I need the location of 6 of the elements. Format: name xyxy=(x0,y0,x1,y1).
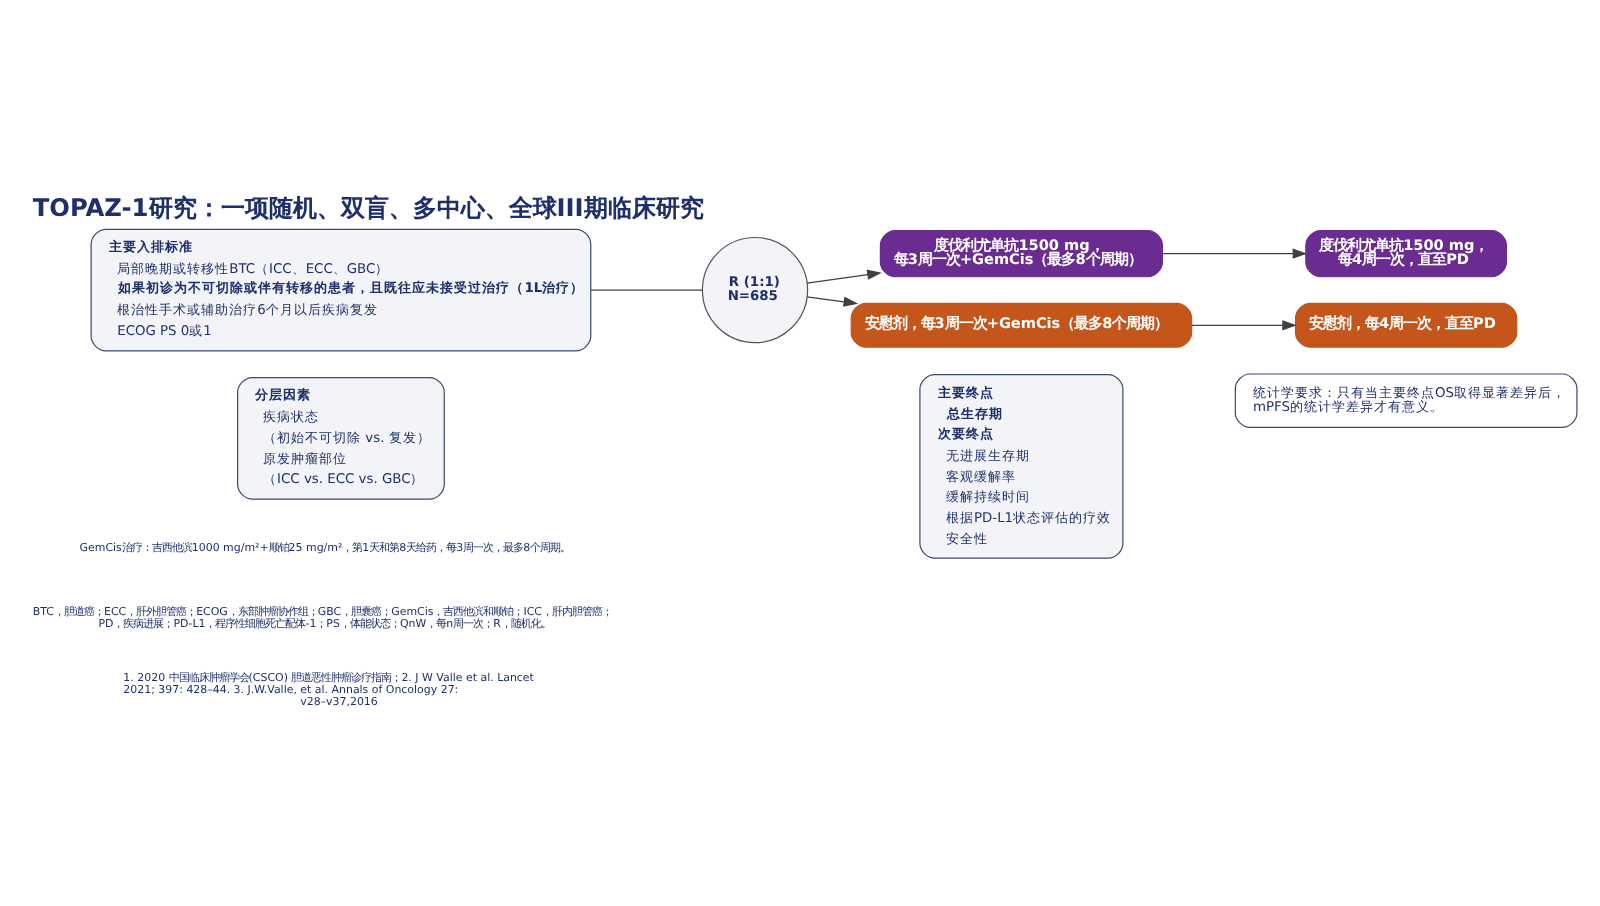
diagram-title: TOPAZ-1研究：一项随机、双盲、多中心、全球III期临床研究 xyxy=(32,193,704,222)
connector xyxy=(590,289,704,291)
arrow xyxy=(806,269,882,284)
arrow xyxy=(806,296,859,307)
arrow xyxy=(1162,248,1308,259)
arrow xyxy=(1191,320,1297,331)
